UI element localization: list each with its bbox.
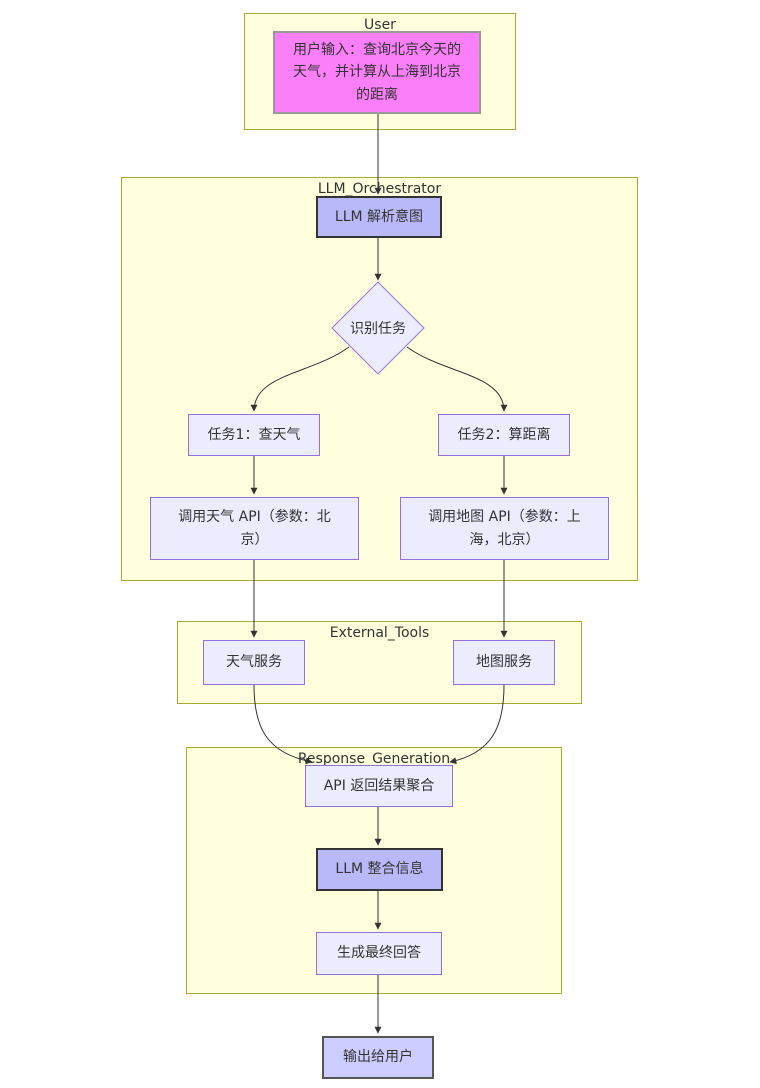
subgraph-external-tools-title: External_Tools [329, 625, 430, 641]
node-output-label: 输出给用户 [343, 1049, 413, 1066]
node-user-input-label: 用户输入：查询北京今天的天气，并计算从上海到北京的距离 [293, 41, 461, 103]
node-llm-merge: LLM 整合信息 [316, 848, 443, 891]
node-llm-parse: LLM 解析意图 [316, 196, 442, 238]
node-user-input: 用户输入：查询北京今天的天气，并计算从上海到北京的距离 [273, 31, 481, 114]
node-map-service: 地图服务 [453, 640, 555, 685]
node-llm-merge-label: LLM 整合信息 [335, 861, 424, 878]
node-output: 输出给用户 [322, 1036, 434, 1079]
node-call-map-api: 调用地图 API（参数：上海，北京） [400, 497, 609, 560]
node-aggregate: API 返回结果聚合 [305, 765, 453, 807]
node-identify-tasks: 识别任务 [331, 281, 425, 375]
subgraph-response-generation-title: Response_Generation [297, 751, 451, 767]
node-call-weather-api: 调用天气 API（参数：北京） [150, 497, 359, 560]
node-task2: 任务2：算距离 [438, 414, 570, 456]
node-final-answer-label: 生成最终回答 [337, 945, 421, 962]
node-map-service-label: 地图服务 [476, 654, 532, 671]
node-final-answer: 生成最终回答 [316, 932, 442, 975]
subgraph-user-title: User [364, 17, 396, 33]
subgraph-llm-orchestrator-title: LLM_Orchestrator [317, 181, 442, 197]
node-weather-service-label: 天气服务 [226, 654, 282, 671]
node-identify-tasks-label: 识别任务 [350, 321, 406, 337]
node-weather-service: 天气服务 [203, 640, 305, 685]
node-task1-label: 任务1：查天气 [207, 426, 301, 443]
node-call-map-api-label: 调用地图 API（参数：上海，北京） [428, 509, 581, 548]
node-task1: 任务1：查天气 [188, 414, 320, 456]
node-llm-parse-label: LLM 解析意图 [334, 208, 424, 225]
node-task2-label: 任务2：算距离 [457, 426, 551, 443]
node-call-weather-api-label: 调用天气 API（参数：北京） [178, 509, 331, 548]
node-aggregate-label: API 返回结果聚合 [323, 777, 435, 794]
